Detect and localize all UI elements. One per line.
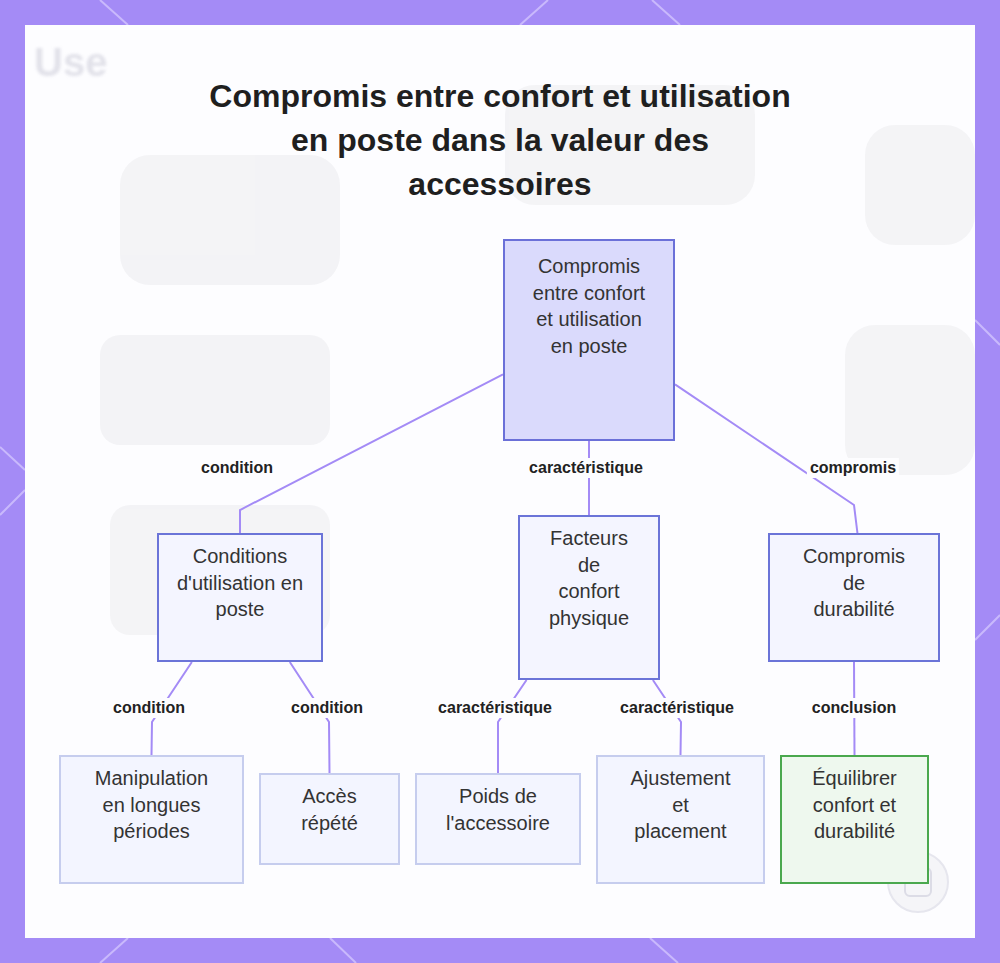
concept-box: Facteurs de confort physique bbox=[518, 515, 660, 680]
concept-box: Équilibrer confort et durabilité bbox=[780, 755, 929, 884]
edge-label: compromis bbox=[807, 458, 899, 478]
edge-label: caractéristique bbox=[435, 698, 555, 718]
box-text: Poids de l'accessoire bbox=[429, 783, 567, 836]
edge-label: condition bbox=[288, 698, 366, 718]
box-text: Manipulation en longues périodes bbox=[86, 765, 217, 845]
connector-line bbox=[588, 441, 590, 515]
concept-box: Compromis de durabilité bbox=[768, 533, 940, 662]
concept-box: Poids de l'accessoire bbox=[415, 773, 581, 865]
edge-label: condition bbox=[110, 698, 188, 718]
edge-label: caractéristique bbox=[526, 458, 646, 478]
edge-label: caractéristique bbox=[617, 698, 737, 718]
box-text: Compromis de durabilité bbox=[802, 543, 906, 623]
concept-box: Ajustement et placement bbox=[596, 755, 765, 884]
concept-box: Manipulation en longues périodes bbox=[59, 755, 244, 884]
watermark-text: Use bbox=[34, 40, 107, 85]
box-text: Ajustement et placement bbox=[630, 765, 731, 845]
concept-box: Accès répété bbox=[259, 773, 400, 865]
box-text: Compromis entre confort et utilisation e… bbox=[527, 253, 651, 359]
concept-box: Conditions d'utilisation en poste bbox=[157, 533, 323, 662]
box-text: Conditions d'utilisation en poste bbox=[169, 543, 311, 623]
connector-line bbox=[240, 374, 503, 533]
edge-label: conclusion bbox=[809, 698, 899, 718]
edge-label: condition bbox=[198, 458, 276, 478]
box-text: Accès répété bbox=[289, 783, 370, 836]
diagram-title: Compromis entre confort et utilisation e… bbox=[200, 74, 800, 206]
box-text: Équilibrer confort et durabilité bbox=[792, 765, 917, 845]
box-text: Facteurs de confort physique bbox=[546, 525, 632, 631]
concept-box: Compromis entre confort et utilisation e… bbox=[503, 239, 675, 441]
connector-line bbox=[498, 680, 527, 773]
